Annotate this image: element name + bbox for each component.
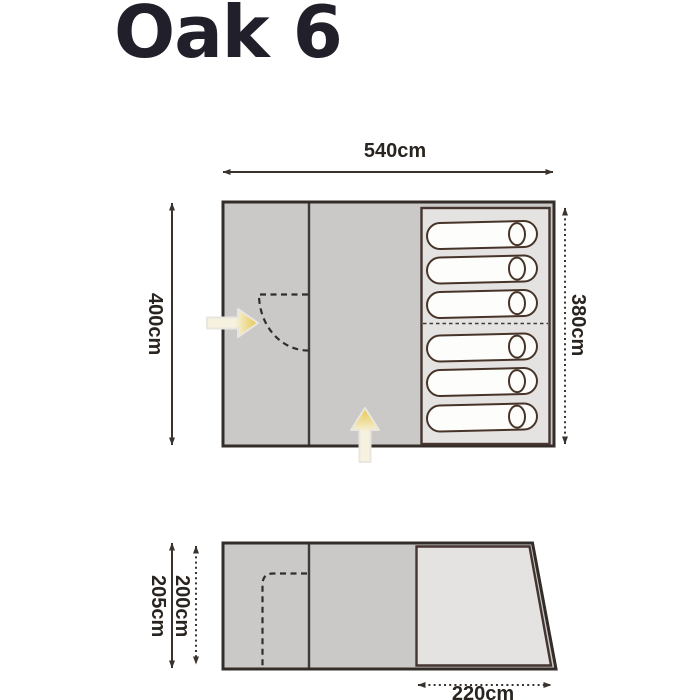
sleeping-bag [426, 402, 538, 433]
front-entrance-arrow-icon [350, 407, 380, 463]
sleeping-bag [426, 288, 538, 320]
dim-label-width: 540cm [363, 140, 427, 162]
sleeping-bags-group [426, 219, 538, 433]
dim-label-outer-height: 205cm [147, 574, 169, 638]
sleeping-bag-pillow [507, 222, 526, 247]
sleeping-bag-pillow [507, 334, 526, 359]
dim-label-bedroom-depth: 380cm [567, 293, 589, 357]
sleeping-bag [426, 219, 538, 251]
sleeping-bag-pillow [507, 404, 526, 429]
sleeping-bag [426, 332, 538, 363]
sleeping-bag-pillow [507, 256, 526, 281]
product-title: Oak 6 [114, 0, 343, 74]
side-entrance-arrow-icon [206, 308, 259, 338]
dim-label-bedroom-length: 220cm [451, 683, 515, 700]
door-outline-dashed-side [261, 572, 307, 668]
sleeping-bag-pillow [507, 291, 526, 316]
sleeping-bag-pillow [507, 369, 526, 394]
dim-label-inner-height: 200cm [171, 574, 193, 638]
sleeping-bag [426, 254, 538, 285]
bedroom-pod-side [415, 545, 553, 667]
sleeping-bag [426, 366, 538, 398]
dim-label-depth: 400cm [144, 292, 166, 356]
door-swing-dashed-arc [257, 293, 309, 352]
